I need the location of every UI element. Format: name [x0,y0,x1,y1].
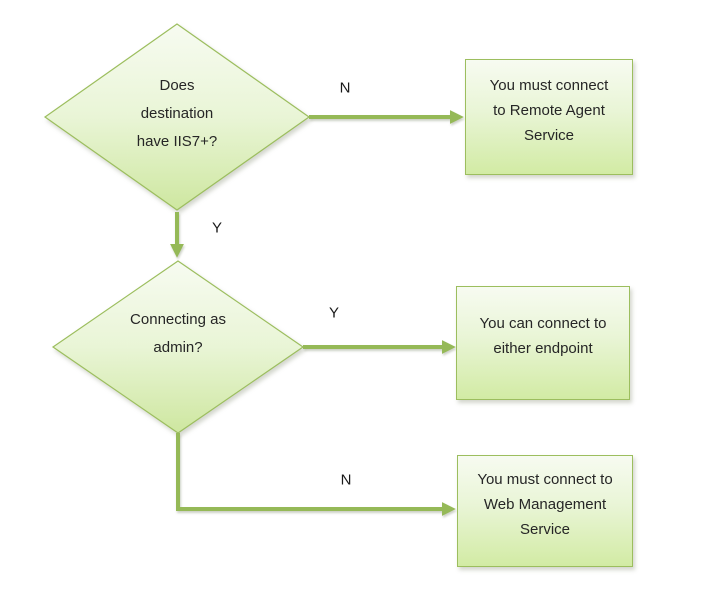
edge-label-admin-yes: Y [328,304,340,322]
result-box-web-management: You must connect to Web Management Servi… [457,455,633,567]
decision-label-iis7-line2: destination [140,105,214,122]
edge-label-iis7-no: N [339,79,351,97]
result-either-endpoint-line1: You can connect to [479,315,607,332]
result-remote-agent-line1: You must connect [489,76,609,94]
result-box-remote-agent: You must connect to Remote Agent Service [465,59,633,175]
decision-label-iis7-line3: have IIS7+? [136,133,218,150]
result-box-either-endpoint: You can connect to either endpoint [456,286,630,400]
edge-label-admin-no: N [340,471,352,489]
decision-label-iis7: Does destination have IIS7+? [97,72,257,156]
result-either-endpoint-line2: either endpoint [493,340,593,357]
decision-diamond-iis7 [43,23,311,211]
result-remote-agent-line3: Service [523,126,575,144]
result-remote-agent-line2: to Remote Agent [493,101,605,119]
result-web-management-line2: Web Management [483,495,607,513]
connector-admin-no-arrow [176,433,456,516]
edge-label-iis7-yes: Y [211,219,223,237]
decision-label-admin: Connecting as admin? [98,306,258,362]
decision-label-iis7-line1: Does [159,77,195,94]
result-web-management-line3: Service [519,520,571,538]
result-web-management-line1: You must connect to [477,470,613,488]
decision-label-admin-line1: Connecting as [130,311,226,328]
decision-label-admin-line2: admin? [153,339,203,356]
